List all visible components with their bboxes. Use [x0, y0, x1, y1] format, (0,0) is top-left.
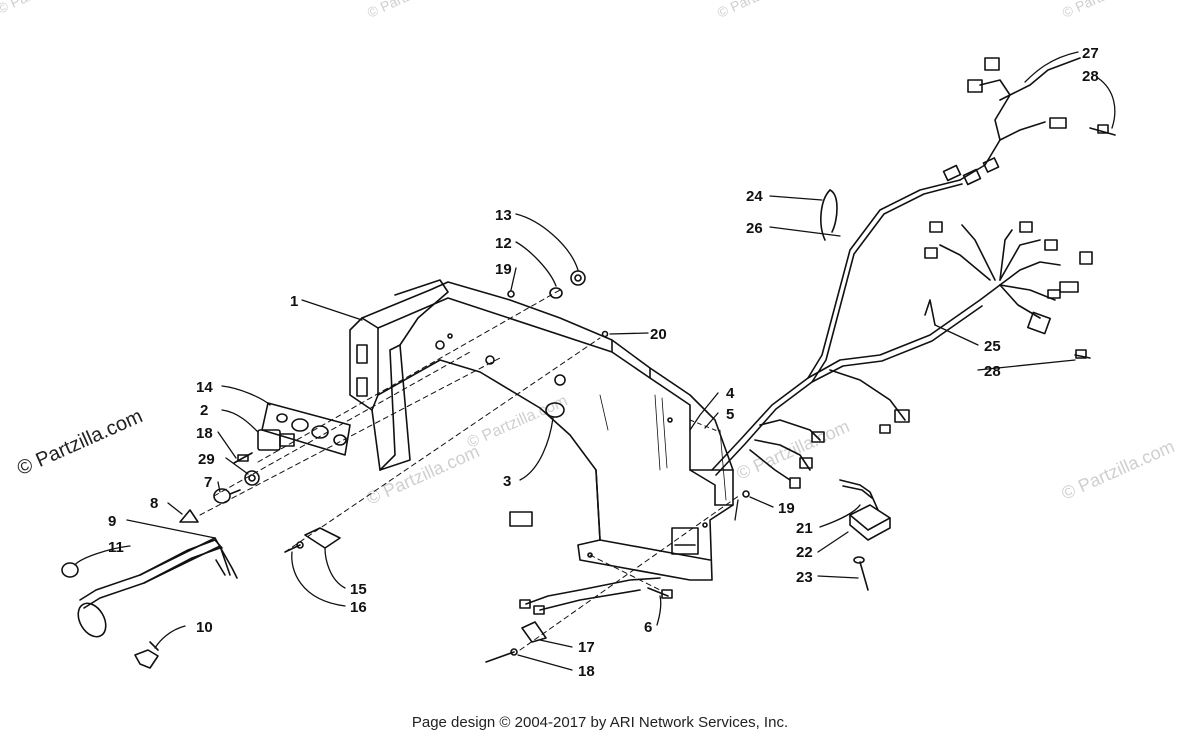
callout-28-upper: 28 [1082, 68, 1099, 85]
callout-1: 1 [290, 293, 298, 310]
callout-18-upper: 18 [196, 425, 213, 442]
callout-22: 22 [796, 544, 813, 561]
cable-assembly [61, 537, 238, 638]
gauge-panel [261, 402, 351, 456]
small-hardware-left [179, 452, 260, 523]
callout-19-upper: 19 [495, 261, 512, 278]
watermark-faint-7: © Partzilla.com [715, 0, 808, 21]
callout-29: 29 [198, 451, 215, 468]
callout-10: 10 [196, 619, 213, 636]
screw-6 [647, 587, 673, 599]
watermark-faint-1: © Partzilla.com [363, 441, 482, 509]
callout-5: 5 [726, 406, 734, 423]
upper-hardware [507, 270, 750, 498]
callout-7: 7 [204, 474, 212, 491]
faint-watermarks: © Partzilla.com © Partzilla.com © Partzi… [0, 0, 1177, 509]
watermark-faint-3: © Partzilla.com [733, 416, 852, 484]
callout-4: 4 [726, 385, 735, 402]
wiring-harness [711, 57, 1116, 489]
callout-17: 17 [578, 639, 595, 656]
callout-8: 8 [150, 495, 158, 512]
callout-23: 23 [796, 569, 813, 586]
lower-hardware [485, 621, 547, 663]
callout-13: 13 [495, 207, 512, 224]
lower-wire-leads [519, 577, 661, 615]
watermark-faint-8: © Partzilla.com [1060, 0, 1153, 21]
watermark-faint-2: © Partzilla.com [465, 392, 570, 451]
callout-16: 16 [350, 599, 367, 616]
callout-6: 6 [644, 619, 652, 636]
callout-9: 9 [108, 513, 116, 530]
callout-11: 11 [108, 539, 124, 556]
switch-housing [257, 429, 295, 451]
console-bracket [349, 279, 734, 581]
callout-27: 27 [1082, 45, 1099, 62]
watermark-faint-6: © Partzilla.com [365, 0, 458, 21]
leader-lines [74, 51, 1116, 671]
callout-2: 2 [200, 402, 208, 419]
callout-14: 14 [196, 379, 213, 396]
footer-credit: Page design © 2004-2017 by ARI Network S… [411, 714, 789, 731]
callout-26: 26 [746, 220, 763, 237]
callout-12: 12 [495, 235, 512, 252]
watermark-faint-4: © Partzilla.com [1058, 436, 1177, 504]
mount-bracket-15 [284, 527, 341, 553]
callout-numbers: 1 14 2 18 29 7 8 9 11 10 13 12 19 20 3 1… [108, 45, 1099, 680]
callout-15: 15 [350, 581, 367, 598]
callout-3: 3 [503, 473, 511, 490]
callout-18-lower: 18 [578, 663, 595, 680]
callout-28-lower: 28 [984, 363, 1001, 380]
key-part [134, 641, 159, 669]
watermark-faint-5: © Partzilla.com [0, 0, 87, 17]
terminal-block [839, 479, 891, 591]
callout-20: 20 [650, 326, 667, 343]
callout-25: 25 [984, 338, 1001, 355]
grommet-3 [545, 402, 565, 418]
callout-19-lower: 19 [778, 500, 795, 517]
callout-21: 21 [796, 520, 813, 537]
callout-24: 24 [746, 188, 763, 205]
